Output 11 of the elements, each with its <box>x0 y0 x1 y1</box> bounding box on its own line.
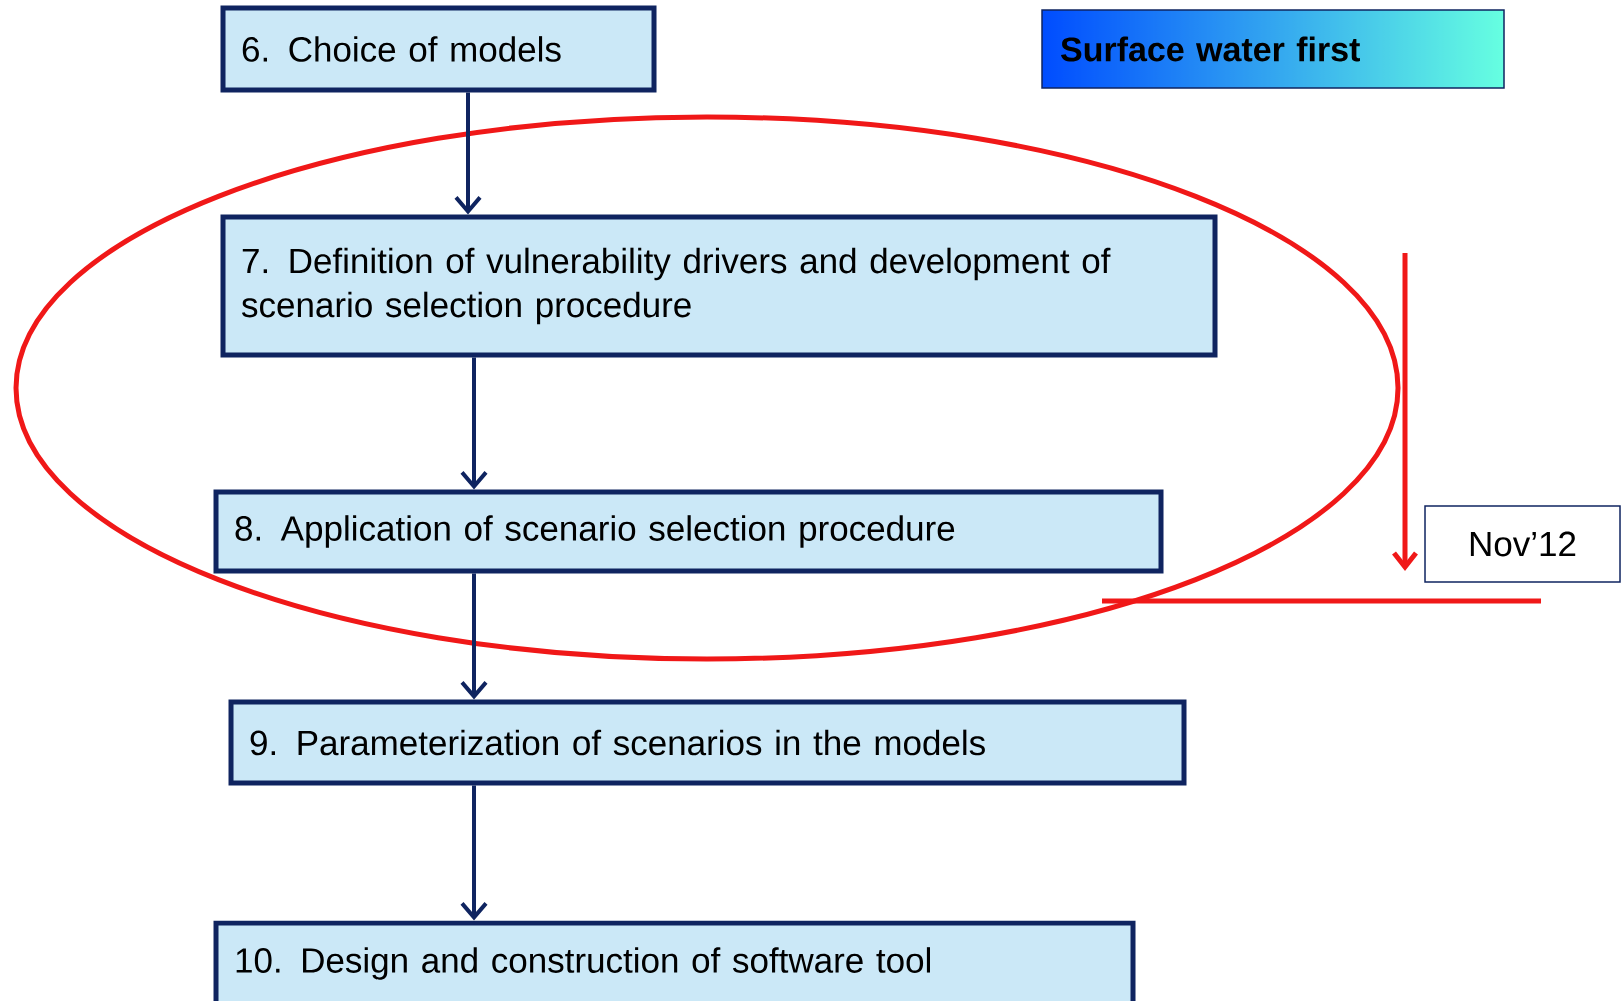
arrow <box>460 357 488 490</box>
arrow <box>460 785 488 921</box>
step-box: 8. Application of scenario selection procedure <box>213 489 1164 574</box>
step-box: 9. Parameterization of scenarios in the models <box>228 699 1187 786</box>
arrow <box>454 92 482 215</box>
step-box: 10. Design and construction of software tool <box>213 920 1136 1001</box>
date-box: Nov’12 <box>1424 505 1621 583</box>
step-box: 7. Definition of vulnerability drivers and development of scenario selection procedure <box>220 214 1218 358</box>
banner-box: Surface water first <box>1041 9 1505 89</box>
step-box: 6. Choice of models <box>220 5 657 93</box>
arrow <box>460 573 488 700</box>
